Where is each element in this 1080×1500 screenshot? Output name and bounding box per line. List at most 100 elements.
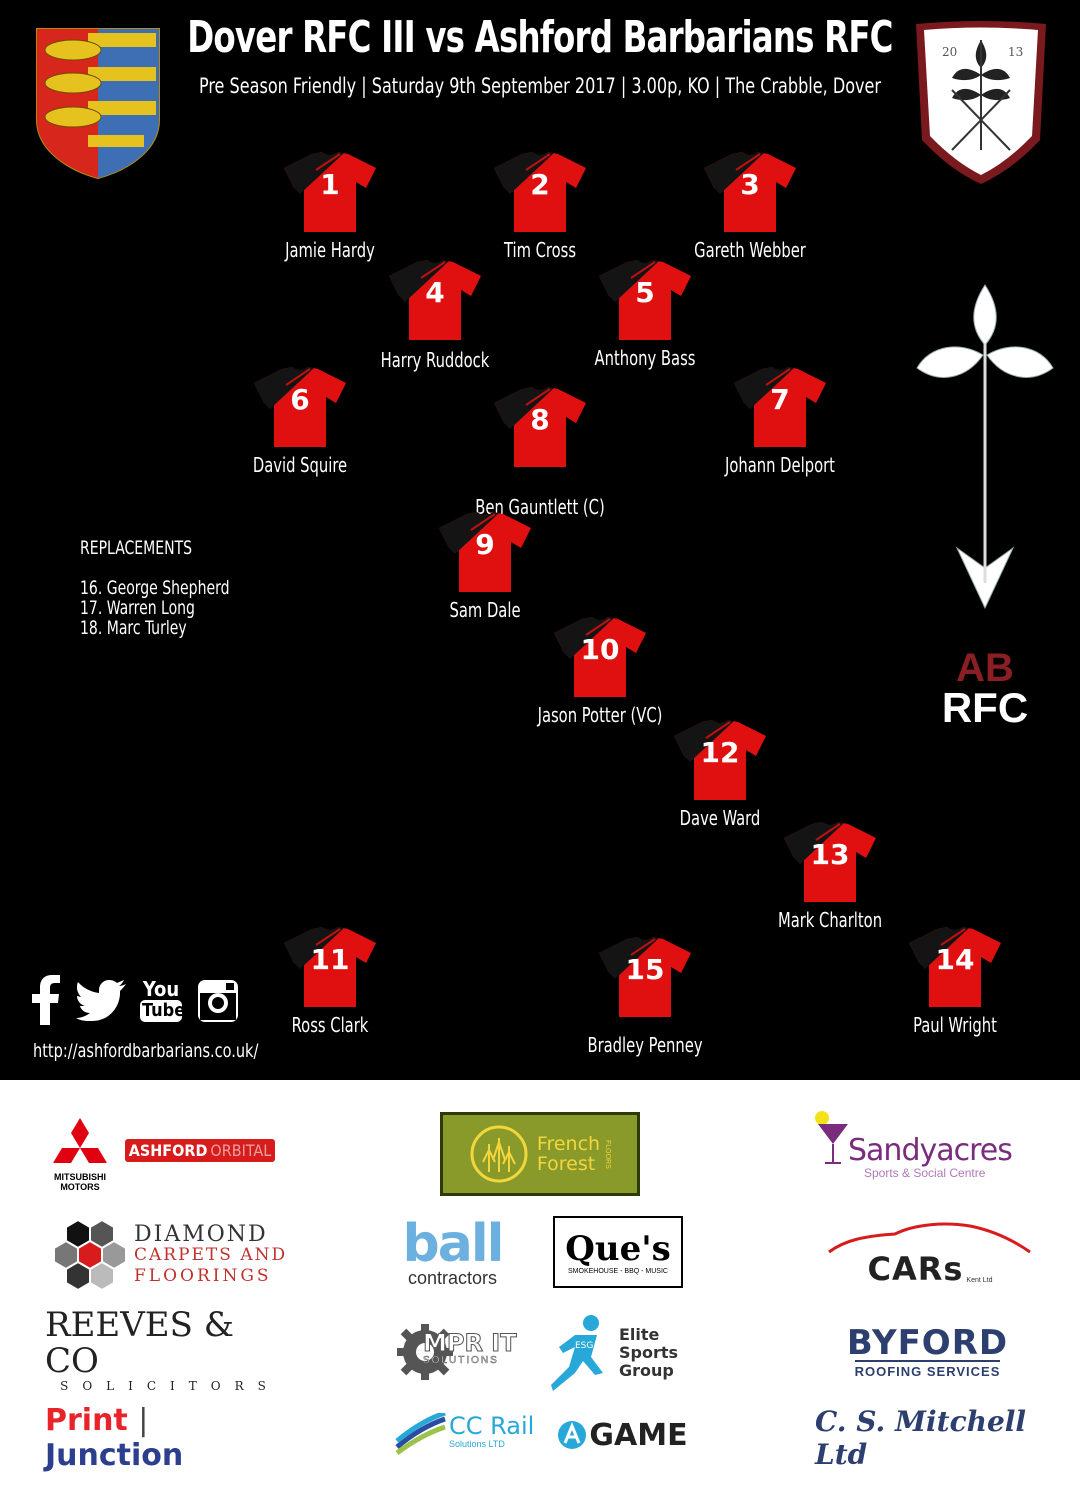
game-logo-icon <box>558 1421 587 1449</box>
diamond-line2: CARPETS AND <box>134 1244 288 1265</box>
elite-badge: ESG <box>575 1341 593 1351</box>
sponsor-diamond: DIAMOND CARPETS AND FLOORINGS <box>48 1215 288 1295</box>
cc-rail-line1: CC Rail <box>449 1412 535 1440</box>
mitchell-name: C. S. Mitchell Ltd <box>815 1404 1027 1471</box>
mitsubishi-line2: MOTORS <box>60 1182 100 1192</box>
shirt-number: 3 <box>740 168 759 201</box>
shirt-number: 9 <box>475 528 494 561</box>
replacement-item: 18. Marc Turley <box>80 617 187 639</box>
replacements-heading: REPLACEMENTS <box>80 537 193 559</box>
facebook-icon[interactable] <box>30 975 62 1025</box>
runner-icon: ESG <box>551 1314 603 1391</box>
byford-line2: ROOFING SERVICES <box>854 1360 1001 1379</box>
shirt-number: 5 <box>635 276 654 309</box>
player-name: Dave Ward <box>679 806 761 830</box>
rail-tracks-icon <box>395 1413 446 1456</box>
sponsor-ques: Que's SMOKEHOUSE - BBQ - MUSIC <box>553 1216 683 1288</box>
sponsor-reeves: REEVES & CO SOLICITORS <box>45 1307 285 1393</box>
leaf-arrow-icon <box>916 284 1054 610</box>
sandyacres-name: Sandyacres <box>848 1133 1013 1168</box>
shirt-number: 10 <box>581 633 620 666</box>
elite-line1: Elite <box>619 1324 660 1344</box>
social-links: You Tube <box>30 975 240 1025</box>
shirt-number: 7 <box>770 383 789 416</box>
rugby-shirt-icon: 13 <box>784 822 876 902</box>
youtube-you: You <box>142 977 180 1001</box>
rugby-shirt-icon: 11 <box>284 927 376 1007</box>
tree-icon <box>470 1125 528 1183</box>
print-sep: | <box>138 1402 149 1438</box>
elite-line2: Sports <box>619 1342 679 1362</box>
rugby-shirt-icon: 14 <box>909 927 1001 1007</box>
player-name: Bradley Penney <box>587 1033 703 1057</box>
diamond-line3: FLOORINGS <box>134 1265 272 1286</box>
print-part: Print <box>45 1402 128 1438</box>
sandyacres-sub: Sports & Social Centre <box>864 1166 986 1180</box>
ques-sub: SMOKEHOUSE - BBQ - MUSIC <box>568 1267 668 1275</box>
rugby-shirt-icon: 15 <box>599 937 691 1017</box>
ashford-part: ASHFORD <box>128 1140 208 1160</box>
shirt-number: 15 <box>626 953 665 986</box>
player-name: Tim Cross <box>503 238 577 262</box>
rugby-shirt-icon: 2 <box>494 152 586 232</box>
ball-line2: contractors <box>407 1267 498 1288</box>
sponsor-game: GAME <box>555 1415 690 1455</box>
sponsor-sandyacres: Sandyacres Sports & Social Centre <box>812 1110 1022 1195</box>
rugby-shirt-icon: 8 <box>494 387 586 467</box>
shirt-number: 14 <box>936 943 975 976</box>
website-link[interactable]: http://ashfordbarbarians.co.uk/ <box>33 1040 259 1062</box>
mpr-line2: SOLUTIONS <box>423 1355 499 1367</box>
shirt-number: 2 <box>530 168 549 201</box>
mitsubishi-line1: MITSUBISHI <box>53 1172 106 1182</box>
twitter-icon[interactable] <box>76 979 126 1021</box>
player-name: Jason Potter (VC) <box>537 703 663 727</box>
match-details: Pre Season Friendly | Saturday 9th Septe… <box>198 74 882 98</box>
reeves-line1: REEVES & CO <box>45 1305 234 1381</box>
sponsor-mpr: MPR IT SOLUTIONS <box>395 1312 530 1392</box>
instagram-icon[interactable] <box>196 975 240 1025</box>
ashford-crest-icon: 20 13 <box>916 21 1046 184</box>
sponsor-mitsubishi: MITSUBISHI MOTORS <box>45 1110 115 1200</box>
sponsor-elite: ESG Elite Sports Group <box>545 1310 695 1395</box>
shirt-number: 13 <box>811 838 850 871</box>
crest-year-left: 20 <box>942 45 957 59</box>
rugby-shirt-icon: 12 <box>674 720 766 800</box>
replacement-item: 16. George Shepherd <box>80 577 230 599</box>
dover-crest-icon <box>36 28 160 180</box>
shirt-number: 8 <box>530 403 549 436</box>
mpr-line1: MPR IT <box>423 1329 518 1357</box>
player-name: Paul Wright <box>913 1013 997 1037</box>
shirt-number: 4 <box>425 276 444 309</box>
sponsor-cc-rail: CC Rail Solutions LTD <box>395 1410 545 1460</box>
sponsor-french-forest: French Forest FLOORS <box>440 1112 640 1196</box>
player-name: Ross Clark <box>291 1013 369 1037</box>
cocktail-icon <box>815 1111 848 1164</box>
player-name: Mark Charlton <box>777 908 883 932</box>
shirt-number: 11 <box>311 943 350 976</box>
replacements-list: REPLACEMENTS 16. George Shepherd 17. War… <box>80 538 229 638</box>
sponsor-byford: BYFORD ROOFING SERVICES <box>830 1325 1025 1380</box>
shirt-number: 6 <box>290 383 309 416</box>
sponsor-mitchell: C. S. Mitchell Ltd <box>815 1405 1045 1471</box>
gear-icon <box>397 1324 453 1380</box>
rugby-shirt-icon: 3 <box>704 152 796 232</box>
youtube-icon[interactable]: You Tube <box>140 977 185 1022</box>
french-forest-line2: Forest <box>536 1153 596 1175</box>
junction-part: Junction <box>45 1437 184 1473</box>
shirt-number: 12 <box>701 736 740 769</box>
mitsubishi-logo-icon <box>53 1118 107 1163</box>
elite-line3: Group <box>619 1360 674 1380</box>
rugby-shirt-icon: 4 <box>389 260 481 340</box>
french-forest-side: FLOORS <box>604 1139 612 1169</box>
